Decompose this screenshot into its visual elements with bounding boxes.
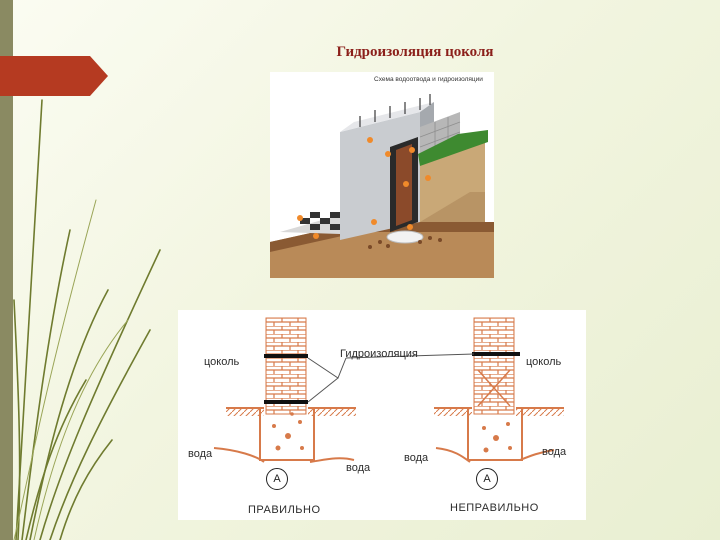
comparison-drawing (213, 317, 564, 463)
marker-a-right: А (476, 468, 498, 490)
illustration-caption: Схема водоотвода и гидроизоляции (374, 76, 483, 83)
label-water-right-1: вода (404, 452, 429, 464)
waterproofing-comparison-diagram: цоколь Гидроизоляция цоколь вода вода во… (178, 310, 586, 520)
caption-incorrect: НЕПРАВИЛЬНО (450, 502, 539, 514)
foundation-3d-drawing (270, 94, 494, 278)
slide-title: Гидроизоляция цоколя (336, 44, 494, 60)
label-water-left-1: вода (188, 448, 213, 460)
marker-a-left: А (266, 468, 288, 490)
label-waterproofing: Гидроизоляция (340, 348, 418, 360)
foundation-3d-illustration: Схема водоотвода и гидроизоляции (270, 72, 494, 278)
label-water-right-2: вода (542, 446, 567, 458)
label-water-left-2: вода (346, 462, 371, 474)
caption-correct: ПРАВИЛЬНО (248, 504, 321, 516)
label-plinth-right: цоколь (526, 356, 562, 368)
title-arrow-tab (0, 56, 108, 96)
left-accent-strip (0, 0, 13, 540)
label-plinth-left: цоколь (204, 356, 240, 368)
